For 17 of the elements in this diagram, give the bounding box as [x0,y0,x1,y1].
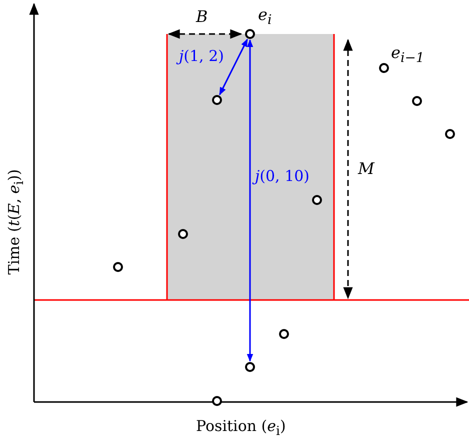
data-point [245,29,255,39]
data-point [245,362,255,372]
axis-title: Position (e$_{i}$) [196,418,286,438]
data-point [412,96,422,106]
data-point [379,63,389,73]
data-point [445,129,455,139]
point-label: e$_{i}$ [258,6,272,29]
arrow [246,39,254,362]
data-point [279,329,289,339]
data-point [212,396,222,406]
edge-label: j(0, 10) [254,168,311,184]
arrow [219,38,248,96]
edge-label: j(1, 2) [178,48,225,64]
data-point [113,262,123,272]
dimension-label: M [358,160,374,178]
dimension-label: B [196,8,208,26]
point-label: e$_{i−1}$ [391,44,424,67]
